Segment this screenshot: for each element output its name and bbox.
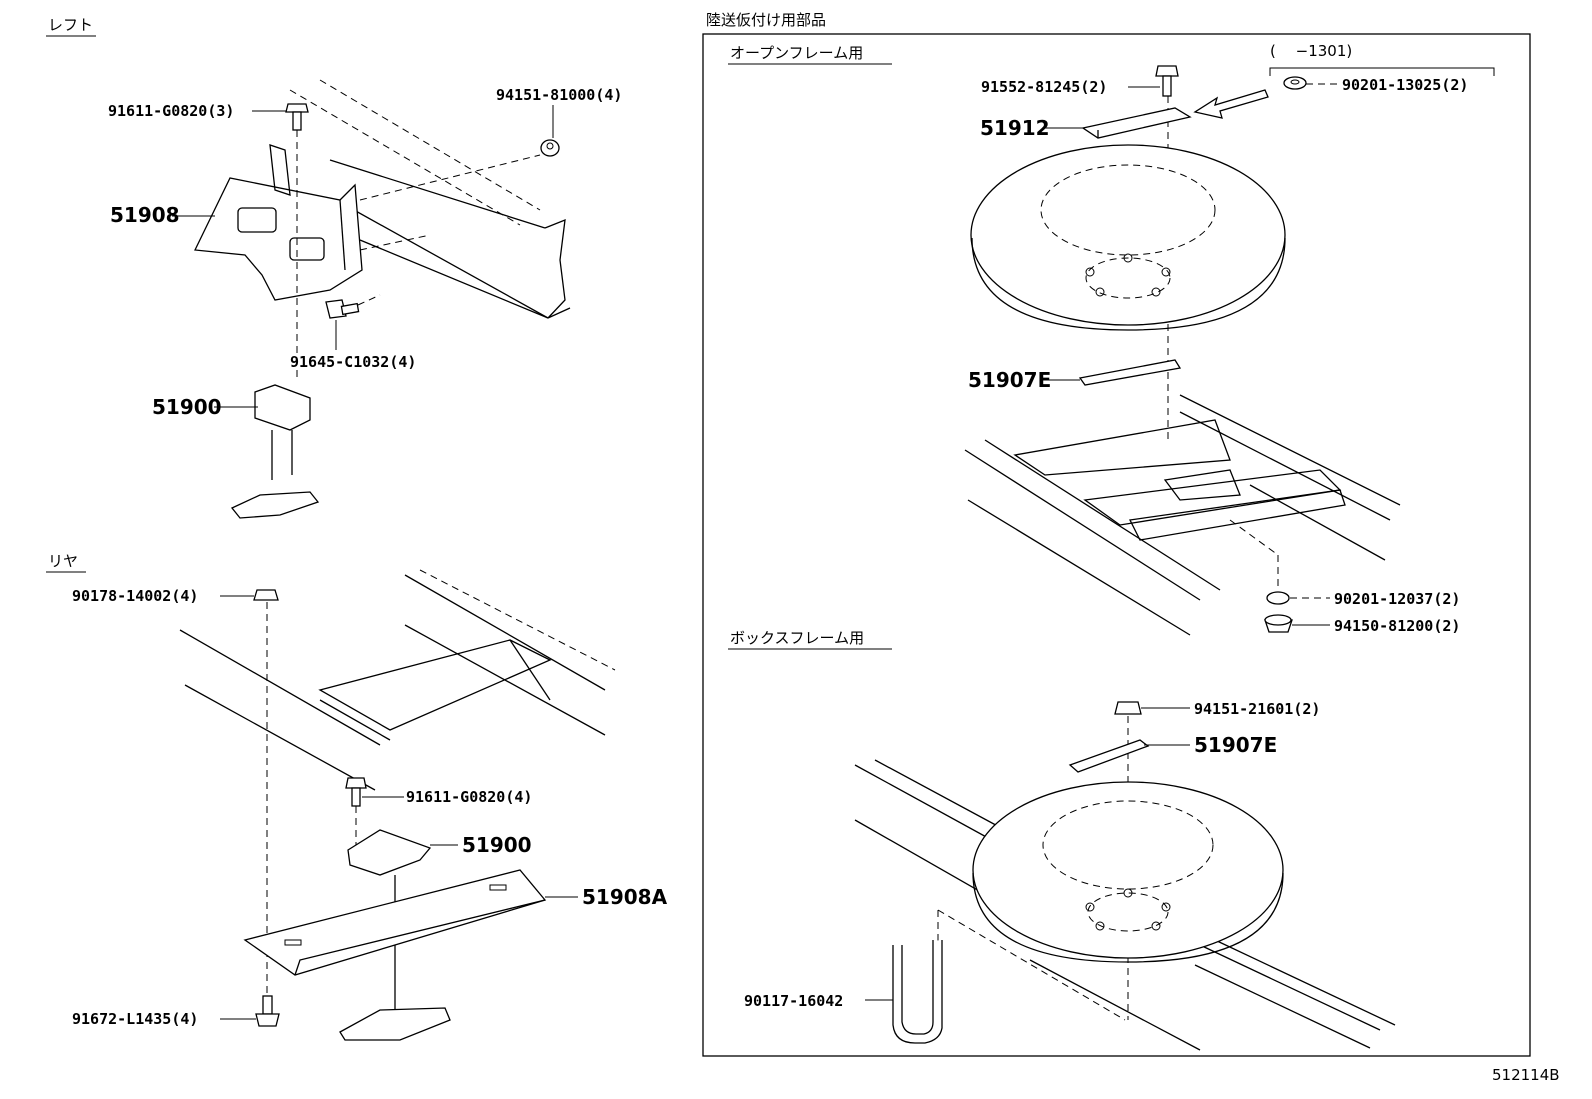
winch-51900-rear [339,829,451,1041]
section-label-transport: 陸送仮付け用部品 [706,11,826,29]
bolt-91611-g0820 [285,103,309,131]
plate-51912 [1081,107,1192,139]
plate-51907e-box [1068,739,1150,773]
section-label-box-frame: ボックスフレーム用 [730,629,864,647]
label-51900-rear: 51900 [462,833,532,857]
figure-reference: 512114B [1492,1066,1560,1084]
label-51912: 51912 [980,116,1050,140]
frame-open [964,394,1401,636]
label-90201-13025-2: 90201-13025(2) [1342,76,1468,94]
bolt-91611-g0820-rear [345,777,367,807]
label-90201-12037-2: 90201-12037(2) [1334,590,1460,608]
washer-90201-13025 [1283,76,1307,90]
label-91645-c1032-4: 91645-C1032(4) [290,353,416,371]
u-bolt-90117-16042 [892,940,943,1044]
bolt-91645-c1032 [325,299,360,319]
label-51908: 51908 [110,203,180,227]
frame-rear [179,569,616,791]
label-51900-left: 51900 [152,395,222,419]
label-91611-g0820-3: 91611-G0820(3) [108,102,234,120]
label-90117-16042: 90117-16042 [744,992,843,1010]
plate-51908a [243,869,547,976]
label-51907e-box: 51907E [1194,733,1277,757]
section-label-left: レフト [48,16,93,34]
nut-90178-14002 [253,589,279,601]
label-94151-21601-2: 94151-21601(2) [1194,700,1320,718]
frame-box [854,759,1396,1051]
label-51907e-open: 51907E [968,368,1051,392]
bolt-91672-l1435 [255,995,280,1027]
bracket-51908 [194,144,363,301]
spare-tire-open-frame [970,144,1286,331]
transport-parts-box [702,33,1531,1057]
label-94151-81000-4: 94151-81000(4) [496,86,622,104]
section-label-open-frame: オープンフレーム用 [730,44,863,62]
direction-arrow [1193,89,1269,119]
label-91552-81245-2: 91552-81245(2) [981,78,1107,96]
nut-94150-81200 [1264,614,1293,633]
spare-tire-box-frame [972,781,1284,963]
nut-94151-81000 [540,139,560,157]
label-94150-81200-2: 94150-81200(2) [1334,617,1460,635]
label-90178-14002-4: 90178-14002(4) [72,587,198,605]
range-note: ( −1301) [1270,42,1352,60]
label-91611-g0820-4: 91611-G0820(4) [406,788,532,806]
bolt-91552-81245 [1155,65,1179,97]
section-label-rear: リヤ [48,552,78,570]
plate-51907e-open [1078,359,1182,386]
label-91672-l1435-4: 91672-L1435(4) [72,1010,198,1028]
winch-51900-left [230,384,320,519]
nut-94151-21601 [1114,701,1142,715]
label-51908a: 51908A [582,885,668,909]
range-bracket [1269,67,1495,76]
frame-rail-left [289,79,571,319]
washer-90201-12037 [1266,591,1290,605]
